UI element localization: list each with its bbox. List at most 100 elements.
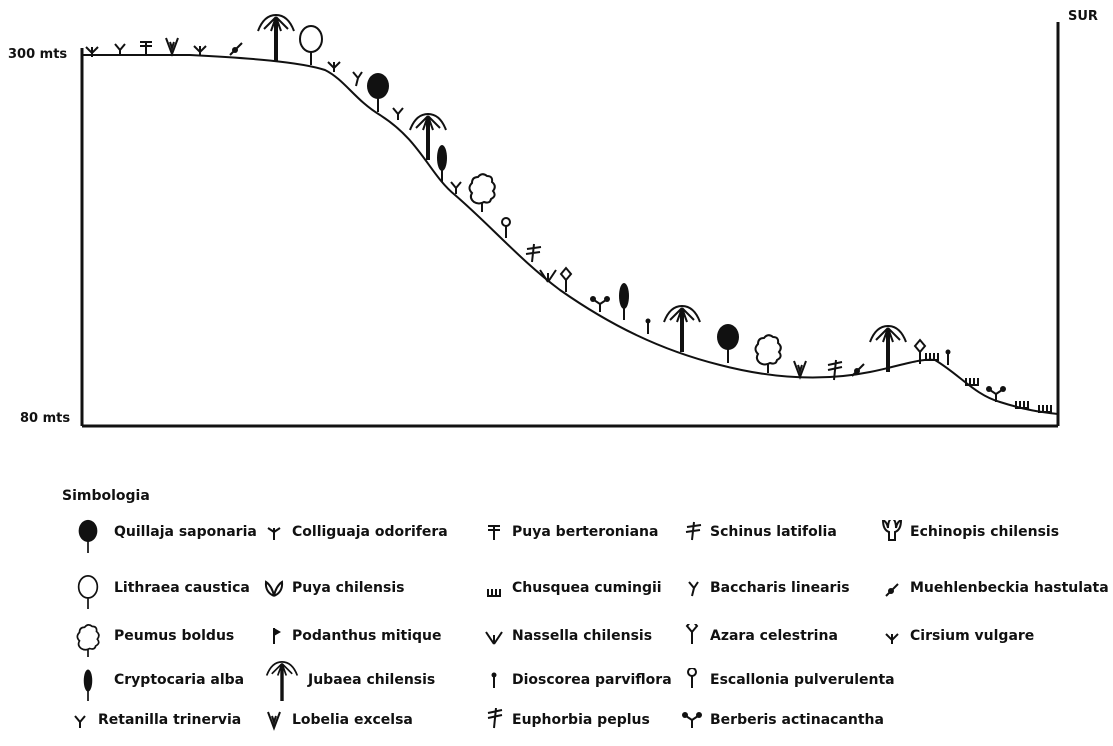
- palm-icon: [265, 661, 299, 701]
- legend-item-euphorbia: Euphorbia peplus: [482, 705, 650, 735]
- plant-cloud-tree-icon: [468, 173, 496, 212]
- legend-label: Baccharis linearis: [710, 580, 850, 596]
- legend-item-jubaea: Jubaea chilensis: [262, 661, 436, 701]
- direction-label: SUR: [1068, 9, 1098, 24]
- plant-v-grass-icon: [539, 269, 557, 283]
- legend-title: Simbologia: [62, 488, 150, 504]
- plant-grass-comb-icon: [925, 353, 939, 361]
- plant-diamond-stem-icon: [559, 266, 573, 292]
- plant-ring-stem-icon: [501, 217, 511, 238]
- legend-label: Quillaja saponaria: [114, 524, 257, 540]
- legend-item-muehlenbeckia: Muehlenbeckia hastulata: [880, 573, 1109, 603]
- top-elevation-label: 300 mts: [8, 47, 67, 62]
- plant-slash-cross-icon: [827, 359, 843, 381]
- legend-item-baccharis: Baccharis linearis: [680, 573, 850, 603]
- plant-palm-icon: [409, 112, 447, 160]
- plant-y-shrub-icon: [114, 43, 126, 56]
- legend-item-colliguaja: Colliguaja odorifera: [262, 517, 448, 547]
- diamond-stem-icon: [685, 624, 699, 644]
- plant-y-shrub-icon: [392, 107, 404, 120]
- plant-v-cup-icon: [165, 37, 179, 57]
- legend-item-echinopsis: Echinopis chilensis: [880, 517, 1059, 547]
- dot-slash-icon: [885, 583, 899, 597]
- legend-item-cirsium: Cirsium vulgare: [880, 621, 1034, 651]
- ring-stem-icon: [687, 668, 697, 688]
- legend-label: Muehlenbeckia hastulata: [910, 580, 1109, 596]
- legend-label: Podanthus mitique: [292, 628, 442, 644]
- bottom-elevation-label: 80 mts: [20, 411, 70, 426]
- legend-label: Puya chilensis: [292, 580, 405, 596]
- plant-double-cross-icon: [140, 41, 152, 56]
- plant-dot-stem-icon: [645, 318, 651, 334]
- legend-item-lithraea: Lithraea caustica: [68, 573, 250, 609]
- flag-icon: [273, 628, 281, 644]
- plant-two-dot-fork-icon: [590, 296, 610, 312]
- slash-cross-icon: [487, 708, 503, 729]
- legend-label: Dioscorea parviflora: [512, 672, 672, 688]
- legend-item-azara: Azara celestrina: [680, 621, 838, 651]
- plant-dot-slash-icon: [229, 42, 243, 56]
- legend-item-lobelia: Lobelia excelsa: [262, 705, 413, 735]
- legend-label: Berberis actinacantha: [710, 712, 884, 728]
- plant-hollow-round-tree-icon: [299, 25, 323, 65]
- legend-label: Echinopis chilensis: [910, 524, 1060, 540]
- legend-item-schinus: Schinus latifolia: [680, 517, 837, 547]
- legend-label: Azara celestrina: [710, 628, 838, 644]
- plant-slanted-y-icon: [352, 71, 363, 87]
- legend-label: Colliguaja odorifera: [292, 524, 448, 540]
- filled-round-tree-icon: [78, 519, 98, 553]
- plant-grass-comb-icon: [1015, 401, 1029, 409]
- plant-filled-round-tree-icon: [367, 73, 389, 112]
- legend-label: Cryptocaria alba: [114, 672, 245, 688]
- grass-comb-icon: [487, 589, 501, 597]
- legend-label: Euphorbia peplus: [512, 712, 650, 728]
- legend-label: Cirsium vulgare: [910, 628, 1035, 644]
- dot-stem-icon: [491, 672, 497, 688]
- v-cup-icon: [267, 711, 281, 731]
- plant-two-dot-fork-icon: [986, 386, 1006, 402]
- plant-oval-tree-icon: [619, 283, 629, 320]
- plant-palm-icon: [663, 304, 701, 352]
- legend-item-retanilla: Retanilla trinervia: [68, 705, 241, 735]
- plant-diamond-stem-icon: [913, 338, 927, 364]
- legend-label: Chusquea cumingii: [512, 580, 662, 596]
- slanted-y-icon: [688, 581, 699, 597]
- legend-label: Escallonia pulverulenta: [710, 672, 895, 688]
- legend-label: Lobelia excelsa: [292, 712, 413, 728]
- plant-hash-cross-icon: [525, 243, 542, 263]
- legend-item-podanthus: Podanthus mitique: [262, 621, 442, 651]
- legend-item-escallonia: Escallonia pulverulenta: [680, 665, 895, 695]
- plant-filled-round-tree-icon: [717, 324, 739, 363]
- oval-tree-icon: [83, 669, 93, 701]
- y-shrub-icon: [74, 715, 86, 728]
- leaf-rosette-icon: [264, 580, 284, 597]
- plant-oval-tree-icon: [437, 145, 447, 182]
- plant-v-cup-icon: [793, 360, 807, 380]
- plant-trident-v-icon: [327, 61, 341, 72]
- legend-label: Retanilla trinervia: [98, 712, 242, 728]
- plant-palm-icon: [869, 324, 907, 372]
- legend-item-quillaja: Quillaja saponaria: [68, 517, 257, 553]
- plant-grass-comb-icon: [965, 378, 979, 386]
- legend-label: Jubaea chilensis: [308, 672, 436, 688]
- legend-label: Lithraea caustica: [114, 580, 250, 596]
- legend-item-puyabert: Puya berteroniana: [482, 517, 658, 547]
- plant-cloud-tree-icon: [754, 334, 782, 373]
- plant-y-shrub-icon: [450, 181, 462, 194]
- legend-item-peumus: Peumus boldus: [68, 621, 235, 657]
- plant-trident-v-icon: [193, 45, 207, 56]
- legend-item-cryptocarya: Cryptocaria alba: [68, 665, 245, 701]
- plant-grass-comb-icon: [1038, 405, 1052, 413]
- legend-item-puyachil: Puya chilensis: [262, 573, 404, 603]
- v-grass-icon: [485, 631, 503, 645]
- legend-item-chusquea: Chusquea cumingii: [482, 573, 662, 603]
- plant-trident-v-icon: [85, 46, 99, 57]
- legend-label: Peumus boldus: [114, 628, 235, 644]
- vegetation-profile-diagram: 300 mts 80 mts SUR: [8, 9, 1098, 428]
- trident-v-icon: [885, 633, 899, 644]
- plant-dot-slash-icon: [851, 363, 865, 377]
- legend-item-berberis: Berberis actinacantha: [680, 705, 884, 735]
- cactus-icon: [881, 520, 903, 541]
- legend-label: Nassella chilensis: [512, 628, 653, 644]
- plant-palm-icon: [257, 13, 295, 61]
